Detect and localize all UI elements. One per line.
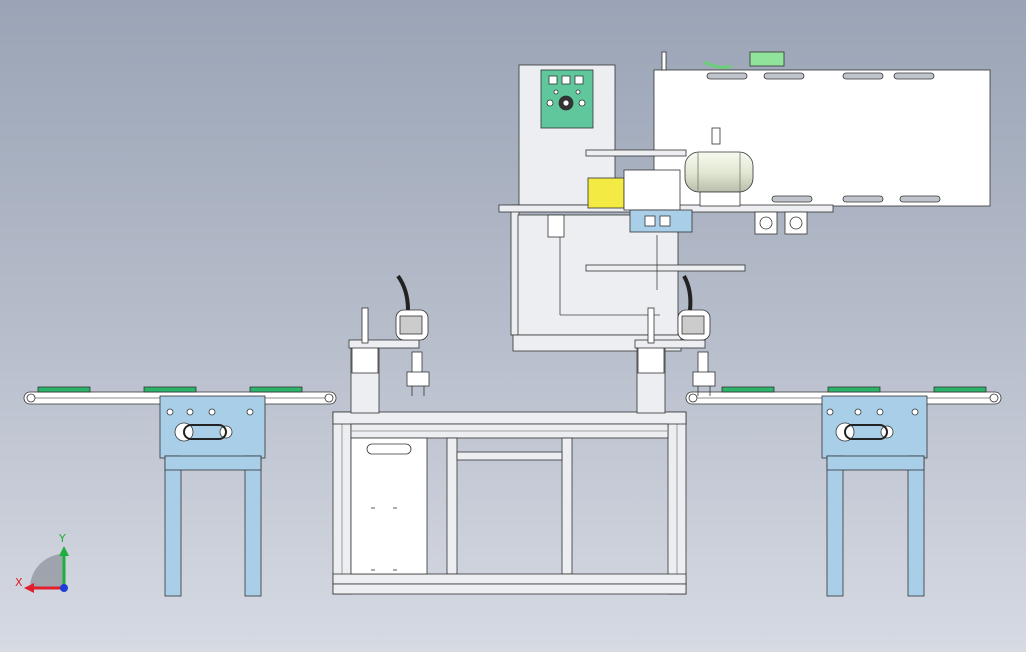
main-frame: [332, 411, 687, 595]
belt-carrier: [249, 386, 303, 393]
belt-carrier: [37, 386, 91, 393]
drive-plate: [159, 395, 266, 459]
belt-carrier: [933, 386, 987, 393]
conveyor-leg: [826, 455, 844, 597]
left-conveyor: [23, 386, 337, 597]
conveyor-leg: [164, 455, 182, 597]
control-panel: [540, 69, 594, 129]
y-axis-label: Y: [58, 532, 66, 545]
conveyor-leg: [907, 455, 925, 597]
air-tank: [684, 127, 754, 207]
belt-carrier: [143, 386, 197, 393]
orientation-triad: Y X: [15, 532, 69, 593]
conveyor-leg: [244, 455, 262, 597]
right-conveyor: [685, 386, 1002, 597]
z-axis-dot: [60, 584, 68, 592]
belt-carrier: [721, 386, 775, 393]
belt-carrier: [827, 386, 881, 393]
x-axis-label: X: [15, 576, 23, 589]
right-scara-robot: [634, 275, 716, 414]
access-door: [350, 437, 428, 575]
motor-unit: [547, 169, 808, 290]
left-scara-robot: [348, 274, 430, 414]
upper-machine-assembly: [498, 51, 991, 352]
